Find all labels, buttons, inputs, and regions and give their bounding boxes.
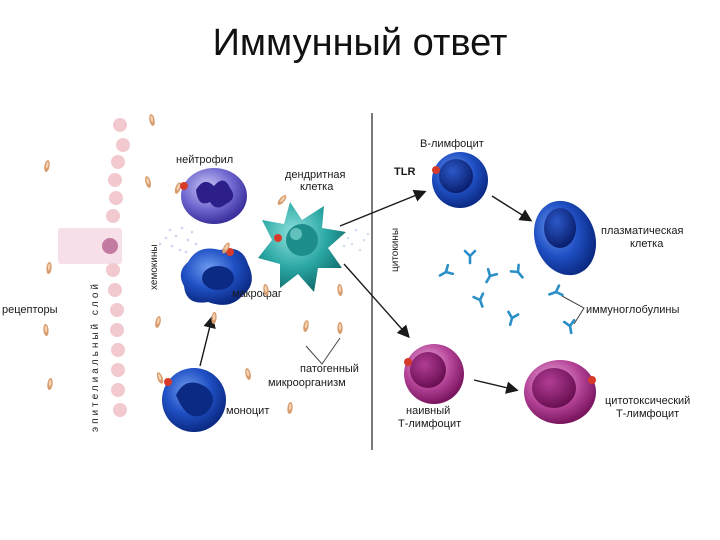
naive-label-line1: наивный [406, 405, 450, 417]
cytotoxic-label-line1: цитотоксический [605, 395, 690, 407]
pathogen-label-line1: патогенный [300, 363, 359, 375]
tlr-label: TLR [394, 166, 415, 178]
monocyte-label: моноцит [226, 405, 269, 417]
b-lymphocyte-cell [432, 152, 488, 208]
dendritic-cell [258, 202, 346, 292]
pathogen-label-line2: микроорганизм [268, 377, 346, 389]
chemokines-label: хемокины [149, 244, 160, 290]
neutrophil-label: нейтрофил [176, 154, 233, 166]
b-lymph-label: В-лимфоцит [420, 138, 484, 150]
cytotoxic-label-line2: Т-лимфоцит [616, 408, 679, 420]
macrophage-cell [180, 241, 252, 305]
arrow-monocyte-to-macrophage [199, 315, 216, 367]
slide-title: Иммунный ответ [212, 22, 508, 64]
dendritic-label-line2: клетка [300, 181, 334, 193]
plasma-label-line1: плазматическая [601, 225, 684, 237]
epithelial-layer [58, 118, 130, 417]
arrow-dendritic-to-t-lymph [343, 263, 410, 339]
arrow-b-lymph-to-plasma [491, 195, 533, 222]
naive-t-lymphocyte-cell [404, 344, 464, 404]
chemokine-haze [158, 226, 198, 254]
pathogen-pointer [305, 337, 341, 365]
epithelial-layer-label: эпителиальный слой [90, 281, 101, 432]
immunoglobulins-label: иммуноглобулины [586, 304, 679, 316]
macrophage-label: макрофаг [232, 288, 282, 300]
cytotoxic-t-lymphocyte-cell [524, 360, 596, 424]
immunoglobulins-pointer [561, 295, 585, 325]
plasma-cell [533, 200, 597, 276]
naive-label-line2: Т-лимфоцит [398, 418, 461, 430]
arrow-dendritic-to-b-lymph [339, 189, 427, 227]
monocyte-cell [155, 368, 226, 432]
dendritic-label-line1: дендритная [285, 169, 346, 181]
arrow-naive-to-cytotoxic [473, 379, 519, 394]
receptors-label: рецепторы [2, 304, 58, 316]
neutrophil-cell [173, 168, 247, 224]
cytokines-label: цитокины [390, 228, 401, 272]
plasma-label-line2: клетка [630, 238, 664, 250]
